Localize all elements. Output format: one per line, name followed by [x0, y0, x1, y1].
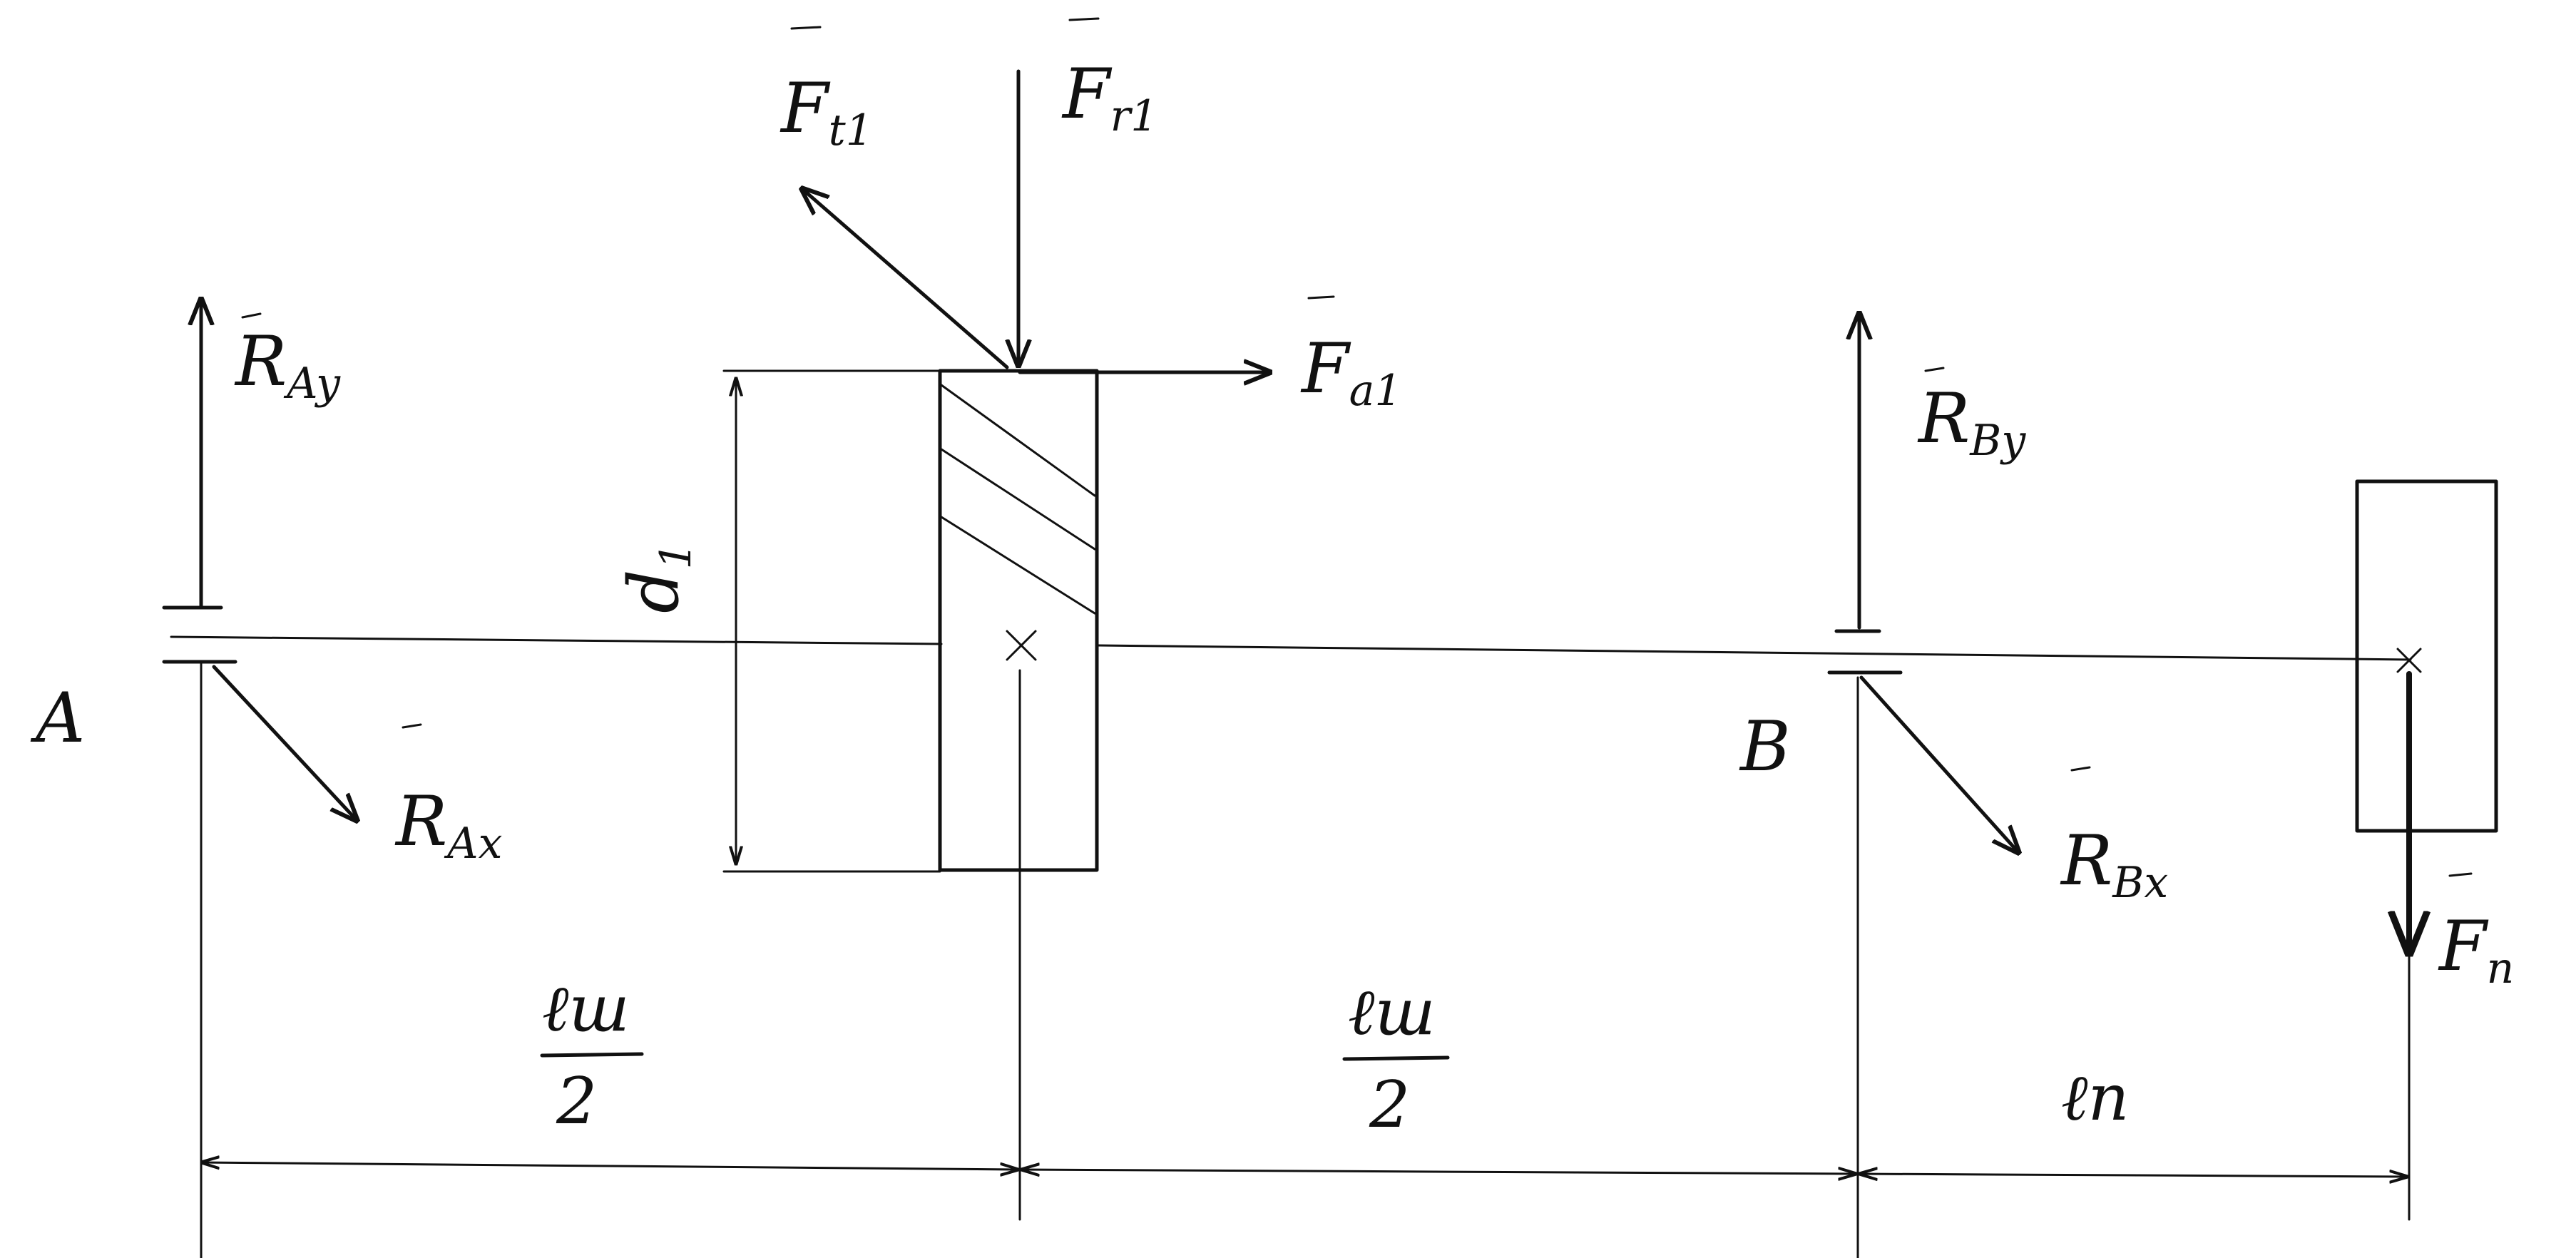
force-ft1-arrow: Ft1: [780, 26, 1009, 369]
force-fp-arrow: Fп: [2409, 671, 2514, 993]
force-fr1-bar: [1068, 17, 1100, 21]
pulley: [2355, 479, 2498, 1221]
span-2-denominator: 2: [1369, 1068, 1410, 1142]
force-fp-bar: [2448, 872, 2473, 877]
span-1-numerator: ℓш: [542, 971, 630, 1046]
reaction-by-arrow: RBy: [1859, 314, 2026, 630]
gear-diameter-dimension: d1: [614, 369, 941, 873]
reaction-bx-label: RBx: [2060, 821, 2168, 908]
gear-body: [938, 369, 1099, 872]
pulley-center-mark-2: [2396, 648, 2422, 673]
reaction-by-bar: [1924, 367, 1945, 372]
span-1-denominator: 2: [556, 1064, 597, 1139]
reaction-by-label: RBy: [1917, 379, 2026, 466]
gear-teeth-hatch-1: [940, 384, 1096, 497]
reaction-bx-bar: [2070, 766, 2091, 772]
force-fr1-arrow: Fr1: [1018, 17, 1157, 365]
span-1-label: ℓш 2: [540, 971, 644, 1139]
dimension-line: [200, 1162, 2409, 1177]
reaction-ay-bar: [241, 312, 262, 319]
gear-diameter-label: d1: [614, 542, 701, 613]
overhang-label: ℓп: [2061, 1060, 2129, 1135]
force-ft1-label: Ft1: [780, 68, 873, 155]
gear-teeth-hatch-2: [940, 448, 1096, 551]
support-a-label: A: [30, 678, 85, 758]
reaction-ay-label: RAy: [234, 322, 341, 409]
span-2-fraction-bar: [1342, 1055, 1450, 1061]
reaction-ax-label: RAx: [394, 782, 502, 869]
gear-center-mark-2: [1006, 630, 1037, 661]
span-2-label: ℓш 2: [1342, 975, 1450, 1142]
force-fa1-label: Fa1: [1300, 329, 1402, 416]
reaction-ax-bar: [402, 723, 422, 729]
support-b-label: B: [1739, 707, 1791, 787]
span-2-numerator: ℓш: [1348, 975, 1436, 1050]
shaft-axis-right: [1097, 644, 2412, 661]
gear: [938, 369, 1099, 1221]
reaction-ax-arrow: RAx: [212, 665, 502, 869]
reaction-ay-arrow: RAy: [201, 300, 341, 608]
span-1-fraction-bar: [540, 1052, 644, 1058]
support-b: B: [1739, 629, 1903, 1258]
force-fa1-bar: [1307, 295, 1335, 300]
shaft-axis: [170, 635, 943, 645]
force-fp-label: Fп: [2438, 906, 2514, 993]
force-fa1-arrow: Fa1: [1018, 295, 1402, 416]
force-fr1-label: Fr1: [1061, 54, 1157, 141]
support-a: A: [30, 605, 237, 1258]
force-ft1-bar: [790, 26, 822, 30]
pulley-body: [2355, 479, 2498, 833]
gear-teeth-hatch-3: [940, 516, 1096, 615]
reaction-bx-arrow: RBx: [1859, 675, 2168, 908]
